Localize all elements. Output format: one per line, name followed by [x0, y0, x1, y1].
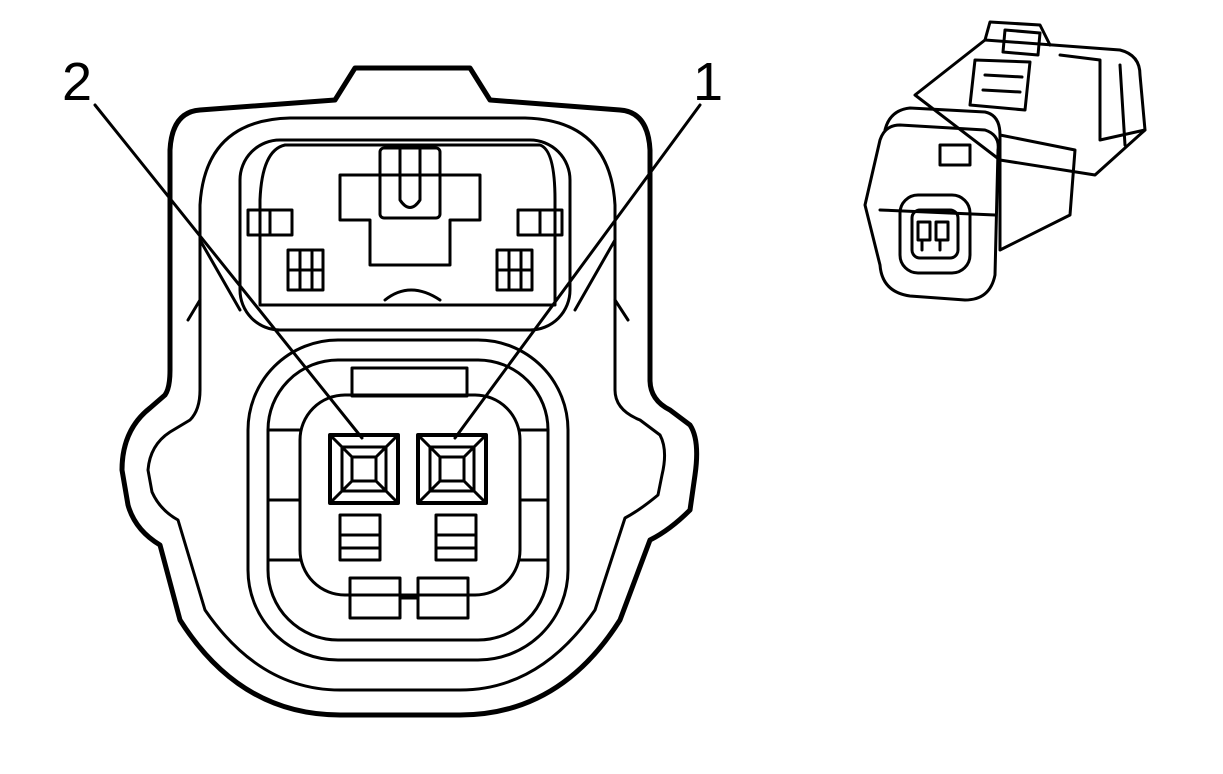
- callouts: 2 1: [62, 52, 723, 440]
- connector-isometric-view: [863, 20, 1147, 302]
- connector-face-view: [119, 65, 700, 718]
- iso-latch-top: [983, 20, 1052, 47]
- housing-outline: [119, 65, 700, 718]
- iso-lock-window: [938, 143, 972, 167]
- iso-side-ribs: [1058, 53, 1147, 147]
- key-slot: [350, 366, 469, 398]
- iso-front-shroud: [883, 106, 1077, 252]
- latch-ribs-left: [246, 208, 325, 292]
- latch-slot: [398, 148, 422, 209]
- latch-ribs-right: [495, 208, 564, 292]
- pin-2-label: 2: [62, 52, 92, 112]
- terminal-2: [328, 433, 400, 562]
- latch-center: [338, 173, 482, 267]
- latch-body: [258, 143, 557, 307]
- tpa-blocks: [348, 576, 470, 620]
- iso-terminal-cavity: [910, 208, 960, 260]
- housing-inner-shroud: [146, 116, 667, 692]
- iso-terminal-2: [916, 220, 932, 242]
- latch-tab: [378, 146, 442, 220]
- leader-pin-2: [93, 103, 364, 440]
- terminal-1: [416, 433, 488, 562]
- iso-face-frame: [863, 123, 1000, 302]
- iso-terminal-tails: [920, 238, 942, 252]
- pin-1-label: 1: [693, 52, 723, 112]
- side-detail: [186, 238, 630, 322]
- iso-latch-button: [1001, 28, 1042, 57]
- iso-terminal-1: [934, 220, 950, 242]
- iso-mating-face: [898, 193, 972, 275]
- mating-face-outer: [246, 338, 570, 662]
- iso-latch-ribs: [968, 58, 1032, 112]
- face-ribs: [266, 428, 550, 562]
- leader-pin-1: [453, 103, 702, 440]
- latch-housing: [238, 138, 572, 332]
- latch-arc: [383, 288, 442, 302]
- iso-rear-body: [913, 38, 1147, 177]
